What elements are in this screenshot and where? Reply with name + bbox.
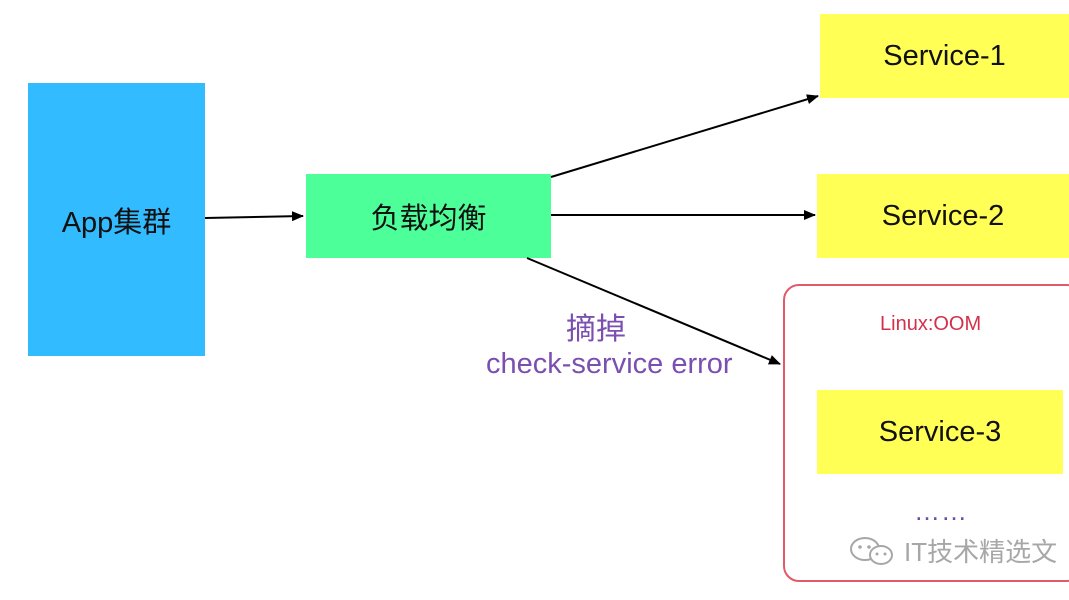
- arrow-app-to-lb: [204, 211, 304, 222]
- service-1-label: Service-1: [883, 39, 1006, 72]
- load-balancer-node: 负载均衡: [306, 174, 551, 258]
- watermark-text: IT技术精选文: [904, 537, 1058, 567]
- service-3-label: Service-3: [878, 415, 1002, 448]
- app-cluster-label: App集群: [61, 206, 172, 239]
- load-balancer-label: 负载均衡: [370, 203, 487, 235]
- remove-edge-label: 摘掉: [566, 313, 626, 346]
- wechat-icon: [850, 536, 893, 565]
- arrow-lb-to-service-1: [550, 94, 819, 178]
- oom-group-container: [783, 284, 1069, 582]
- service-3-node: Service-3: [817, 390, 1063, 474]
- service-2-node: Service-2: [817, 174, 1069, 258]
- watermark: IT技术精选文: [848, 532, 1057, 569]
- more-services-ellipsis: ……: [914, 496, 968, 526]
- service-2-label: Service-2: [881, 199, 1005, 232]
- service-1-node: Service-1: [820, 14, 1069, 98]
- error-edge-label: check-service error: [486, 348, 733, 380]
- app-cluster-node: App集群: [28, 83, 205, 356]
- oom-group-label: Linux:OOM: [880, 313, 982, 335]
